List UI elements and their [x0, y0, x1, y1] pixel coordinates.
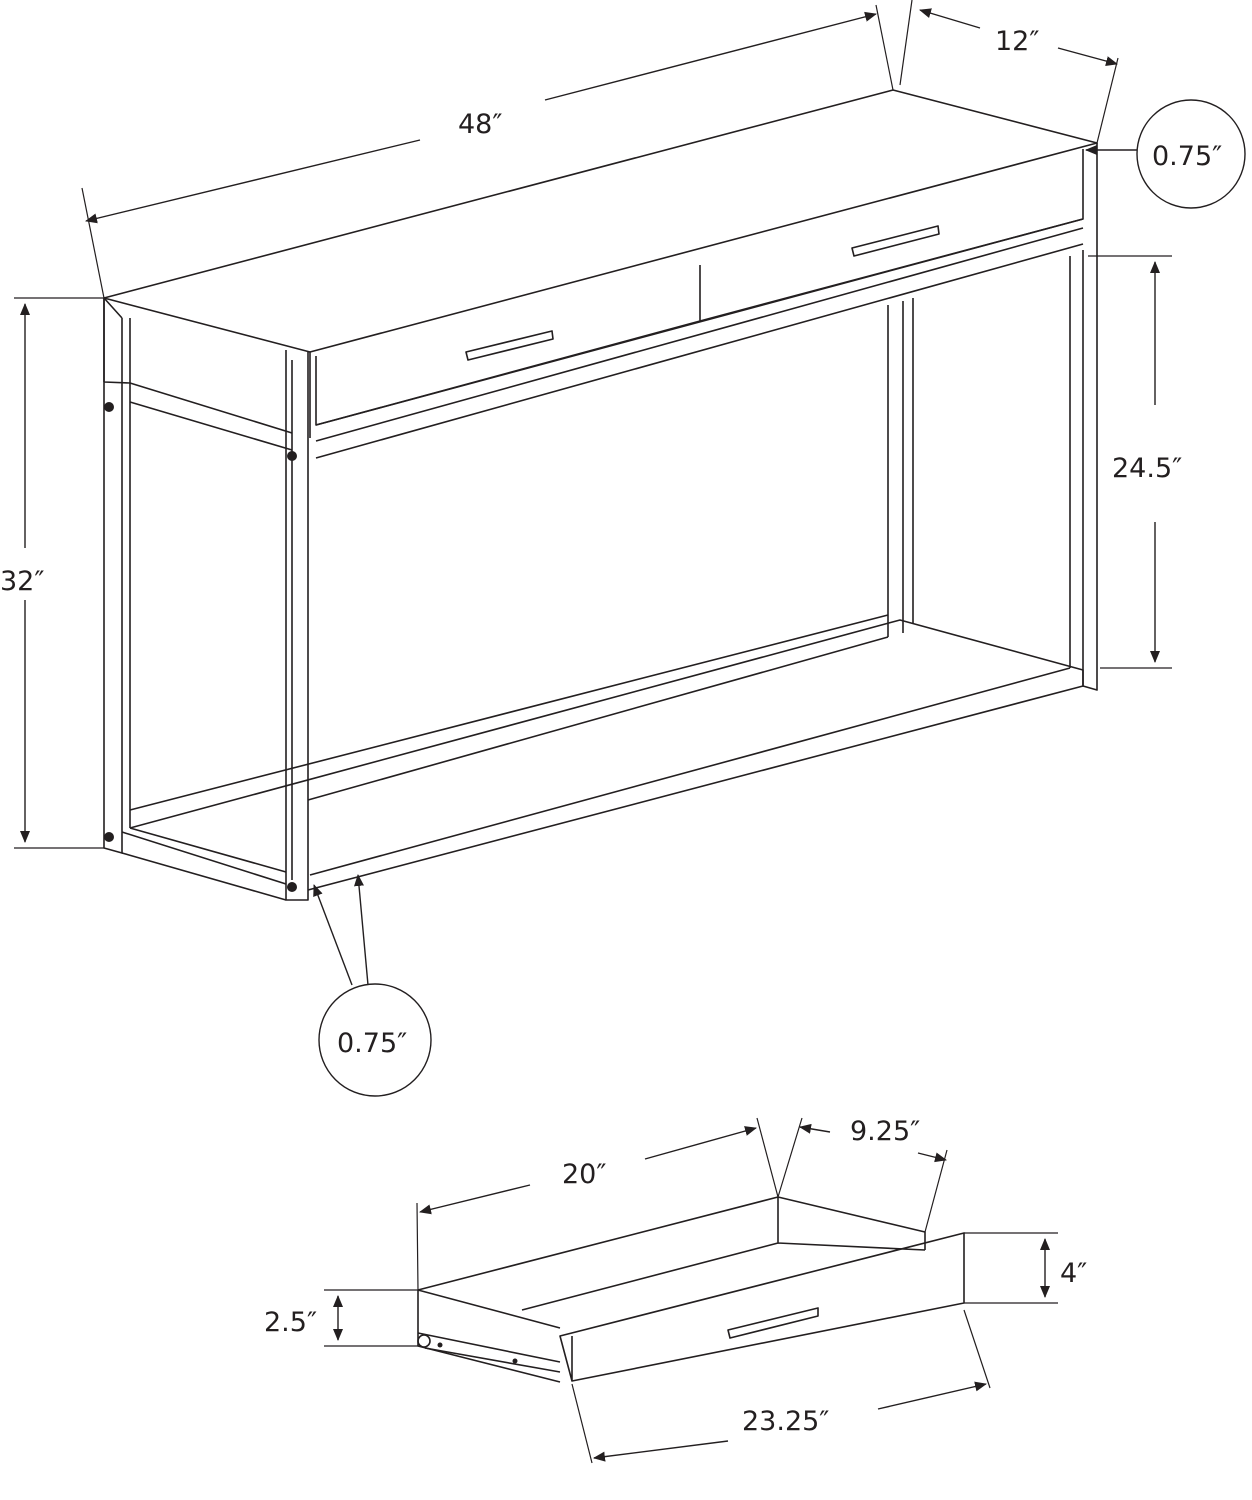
bottom-frame	[121, 614, 1084, 901]
top-thickness-bubble	[1136, 99, 1246, 209]
drawer-dimensions: 20″ 9.25″ 4″ 2.5″ 23.25″	[264, 1116, 1087, 1464]
leg-back-right	[1069, 240, 1098, 691]
dim-top-thickness-label: 0.75″	[1152, 141, 1222, 172]
drawer-drawing	[417, 1196, 965, 1383]
front-rail	[315, 218, 1084, 459]
dim-drawer-inner-length-label: 20″	[562, 1159, 606, 1190]
dim-height-label: 32″	[0, 566, 44, 597]
bolt	[104, 832, 114, 842]
table-top-edge	[309, 143, 1098, 438]
table-top	[103, 89, 1098, 353]
dim-depth-label: 12″	[995, 26, 1039, 57]
drawer-front	[559, 1232, 965, 1382]
drawer-front-handle	[727, 1307, 819, 1339]
dim-drawer-front-width-label: 23.25″	[742, 1406, 829, 1437]
bolt	[104, 402, 114, 412]
dim-drawer-front-height-label: 4″	[1060, 1258, 1087, 1289]
leg-front-corner	[285, 350, 309, 901]
bolt	[287, 451, 297, 461]
dim-drawer-side-height-label: 2.5″	[264, 1307, 317, 1338]
drawer-box	[417, 1196, 926, 1383]
screw	[512, 1358, 518, 1364]
slide-roller	[417, 1334, 431, 1348]
leg-back-inner	[887, 298, 914, 637]
leg-thickness-bubble	[318, 983, 432, 1097]
drawer-handle-left	[465, 330, 554, 361]
dim-length-label: 48″	[458, 109, 502, 140]
left-apron	[103, 298, 293, 451]
dim-clearance-label: 24.5″	[1112, 453, 1182, 484]
dim-drawer-inner-depth-label: 9.25″	[850, 1116, 920, 1147]
bolt	[287, 882, 297, 892]
dim-leg-thickness-label: 0.75″	[337, 1028, 407, 1059]
leg-front-left	[103, 297, 131, 854]
drawer-fronts	[315, 149, 1084, 426]
screw	[437, 1342, 443, 1348]
console-table-drawing	[103, 89, 1098, 901]
drawer-handle-right	[851, 225, 940, 257]
drawer-slide-rail	[417, 1332, 561, 1373]
table-dimensions: 48″ 12″ 0.75″ 32″ 24.5″ 0.75″	[0, 0, 1246, 1097]
